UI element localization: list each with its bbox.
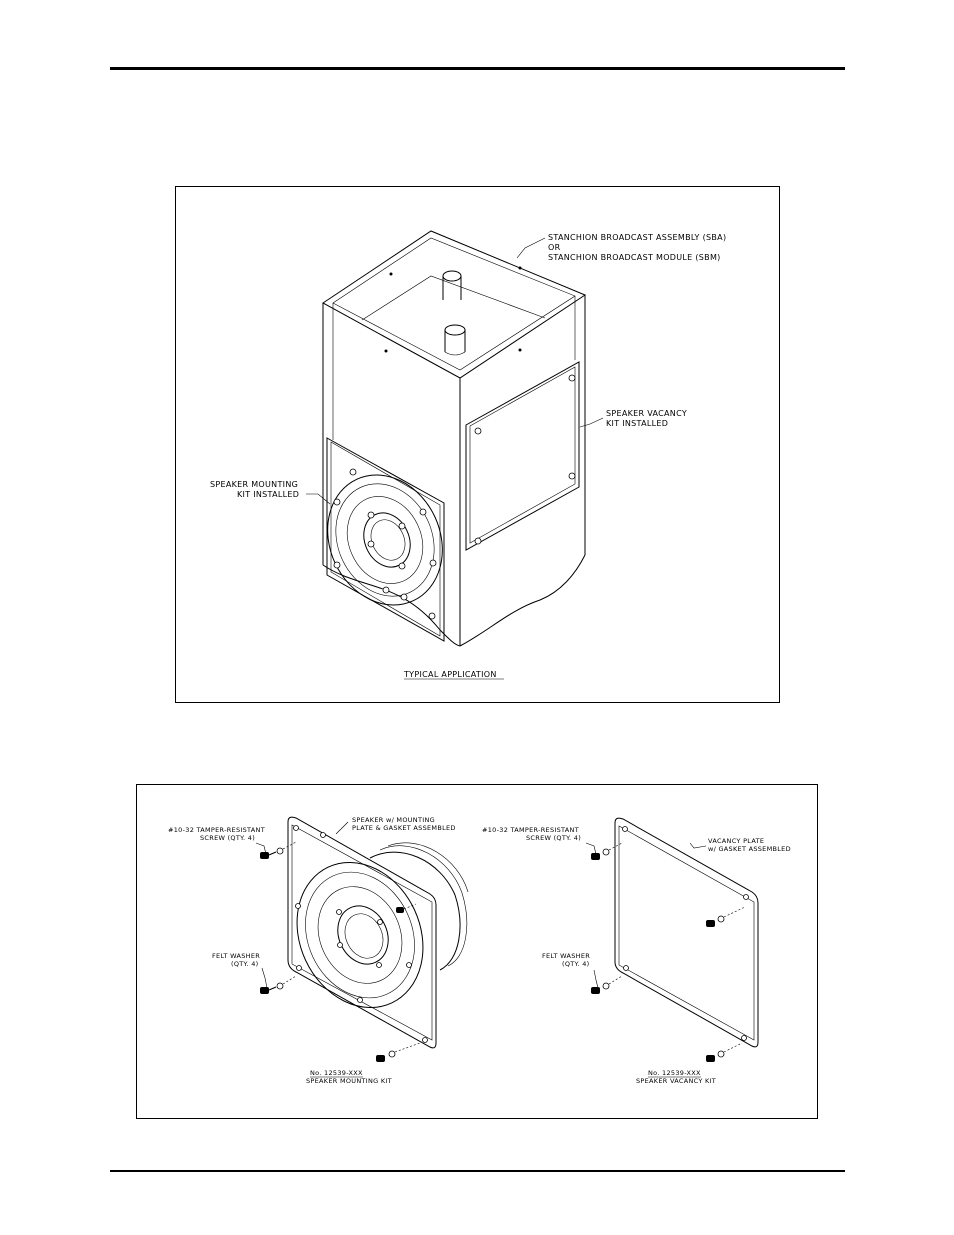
stanchion-drawing (306, 230, 604, 647)
figure-kits-frame (136, 784, 818, 1119)
label-sba: STANCHION BROADCAST ASSEMBLY (SBA) (548, 233, 726, 242)
screw-set-left (260, 841, 421, 1062)
label-plate-line2: w/ GASKET ASSEMBLED (708, 845, 791, 853)
label-screw-left-line1: #10-32 TAMPER-RESISTANT (168, 826, 265, 834)
label-screw-left-line2: SCREW (QTY. 4) (200, 834, 255, 842)
label-or: OR (548, 243, 561, 252)
speaker-vacancy-kit-labels: #10-32 TAMPER-RESISTANT SCREW (QTY. 4) V… (482, 826, 791, 1085)
label-kit-name-left: SPEAKER MOUNTING KIT (306, 1077, 392, 1085)
screw-set-right (591, 842, 746, 1062)
footer-rule (110, 1170, 845, 1172)
label-mounting-kit-line2: KIT INSTALLED (237, 490, 299, 499)
label-washer-left-line1: FELT WASHER (212, 952, 260, 960)
caption-typical-application: TYPICAL APPLICATION (403, 670, 497, 679)
label-washer-right-line2: (QTY. 4) (562, 960, 589, 968)
label-screw-right-line2: SCREW (QTY. 4) (526, 834, 581, 842)
label-vacancy-kit-line2: KIT INSTALLED (606, 419, 668, 428)
speaker-vacancy-kit-drawing (585, 817, 759, 1062)
label-washer-left-line2: (QTY. 4) (231, 960, 258, 968)
label-part-no-left: No. 12539-XXX (310, 1069, 363, 1077)
label-mounting-kit-line1: SPEAKER MOUNTING (210, 480, 298, 489)
stanchion-labels: STANCHION BROADCAST ASSEMBLY (SBA) OR ST… (210, 233, 726, 680)
header-rule (110, 67, 845, 70)
label-part-no-right: No. 12539-XXX (648, 1069, 701, 1077)
speaker-mounting-kit-drawing (255, 816, 469, 1062)
label-speaker-line2: PLATE & GASKET ASSEMBLED (352, 824, 456, 832)
speaker-mounting-kit-labels: SPEAKER w/ MOUNTING PLATE & GASKET ASSEM… (168, 816, 456, 1085)
label-screw-right-line1: #10-32 TAMPER-RESISTANT (482, 826, 579, 834)
label-plate-line1: VACANCY PLATE (708, 837, 764, 845)
label-kit-name-right: SPEAKER VACANCY KIT (636, 1077, 716, 1085)
label-sbm: STANCHION BROADCAST MODULE (SBM) (548, 253, 721, 262)
label-vacancy-kit-line1: SPEAKER VACANCY (606, 409, 687, 418)
figure-typical-application-frame (175, 186, 780, 703)
label-speaker-line1: SPEAKER w/ MOUNTING (352, 816, 435, 824)
label-washer-right-line1: FELT WASHER (542, 952, 590, 960)
